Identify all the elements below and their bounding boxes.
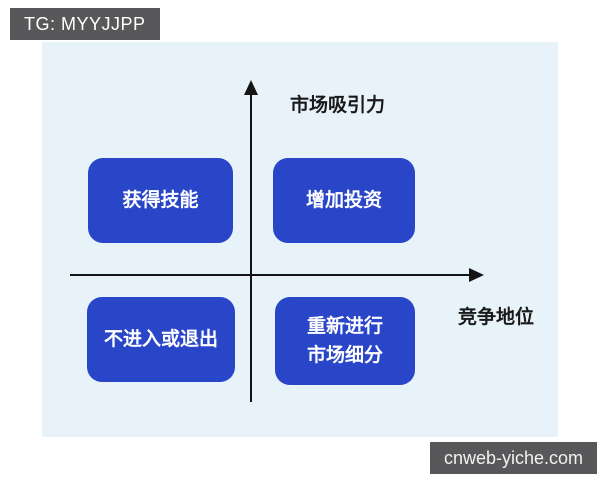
vertical-axis-line (250, 93, 252, 402)
y-axis-label: 市场吸引力 (290, 95, 386, 116)
arrow-right-icon (469, 268, 484, 282)
quadrant-label: 增加投资 (305, 189, 382, 211)
quadrant-label-line-1: 重新进行 (306, 315, 383, 337)
x-axis-label: 竞争地位 (458, 307, 535, 328)
tg-badge: TG: MYYJJPP (10, 8, 160, 40)
quadrant-label: 不进入或退出 (103, 328, 218, 350)
quadrant-bottom-left: 不进入或退出 (87, 297, 235, 382)
quadrant-top-right: 增加投资 (273, 158, 415, 243)
quadrant-bottom-right: 重新进行 市场细分 (275, 297, 415, 385)
quadrant-label: 重新进行 市场细分 (307, 312, 383, 371)
quadrant-label-line-2: 市场细分 (306, 345, 383, 366)
watermark: cnweb-yiche.com (430, 442, 597, 474)
quadrant-label: 获得技能 (122, 189, 199, 211)
arrow-up-icon (244, 80, 258, 95)
quadrant-top-left: 获得技能 (88, 158, 233, 243)
horizontal-axis-line (70, 274, 472, 276)
